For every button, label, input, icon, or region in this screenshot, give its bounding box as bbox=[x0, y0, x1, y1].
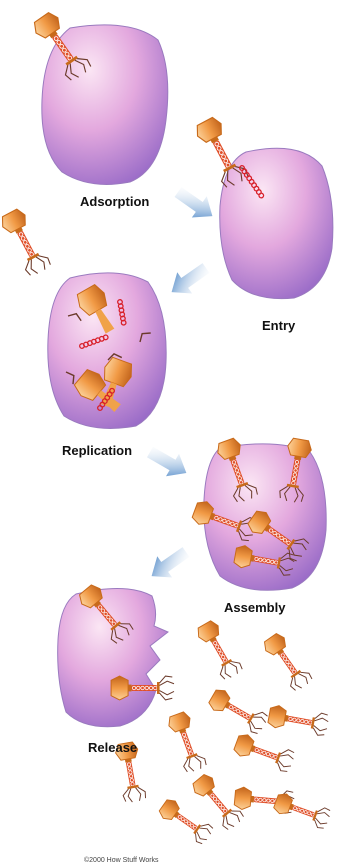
arrow-entry-to-replication bbox=[164, 257, 213, 302]
stage-label-replication: Replication bbox=[62, 443, 132, 458]
phage-released bbox=[195, 619, 244, 681]
stage-label-adsorption: Adsorption bbox=[80, 194, 149, 209]
arrow-assembly-to-release bbox=[144, 541, 193, 586]
phage-released bbox=[166, 711, 207, 774]
cell-release-ruptured bbox=[58, 588, 168, 726]
phage-released bbox=[261, 631, 313, 692]
arrow-adsorption-to-entry bbox=[171, 181, 220, 226]
arrow-replication-to-assembly bbox=[144, 441, 193, 485]
phage-injecting bbox=[193, 115, 249, 190]
phage-released bbox=[267, 704, 329, 736]
phage-released bbox=[272, 791, 331, 830]
stage-label-assembly: Assembly bbox=[224, 600, 286, 615]
phage-released bbox=[233, 732, 296, 773]
phage-released bbox=[207, 687, 269, 736]
stage-label-entry: Entry bbox=[262, 318, 296, 333]
phage-free bbox=[0, 207, 52, 278]
phage-released bbox=[157, 797, 215, 846]
copyright-credit: ©2000 How Stuff Works bbox=[84, 856, 159, 864]
stage-label-release: Release bbox=[88, 740, 137, 755]
